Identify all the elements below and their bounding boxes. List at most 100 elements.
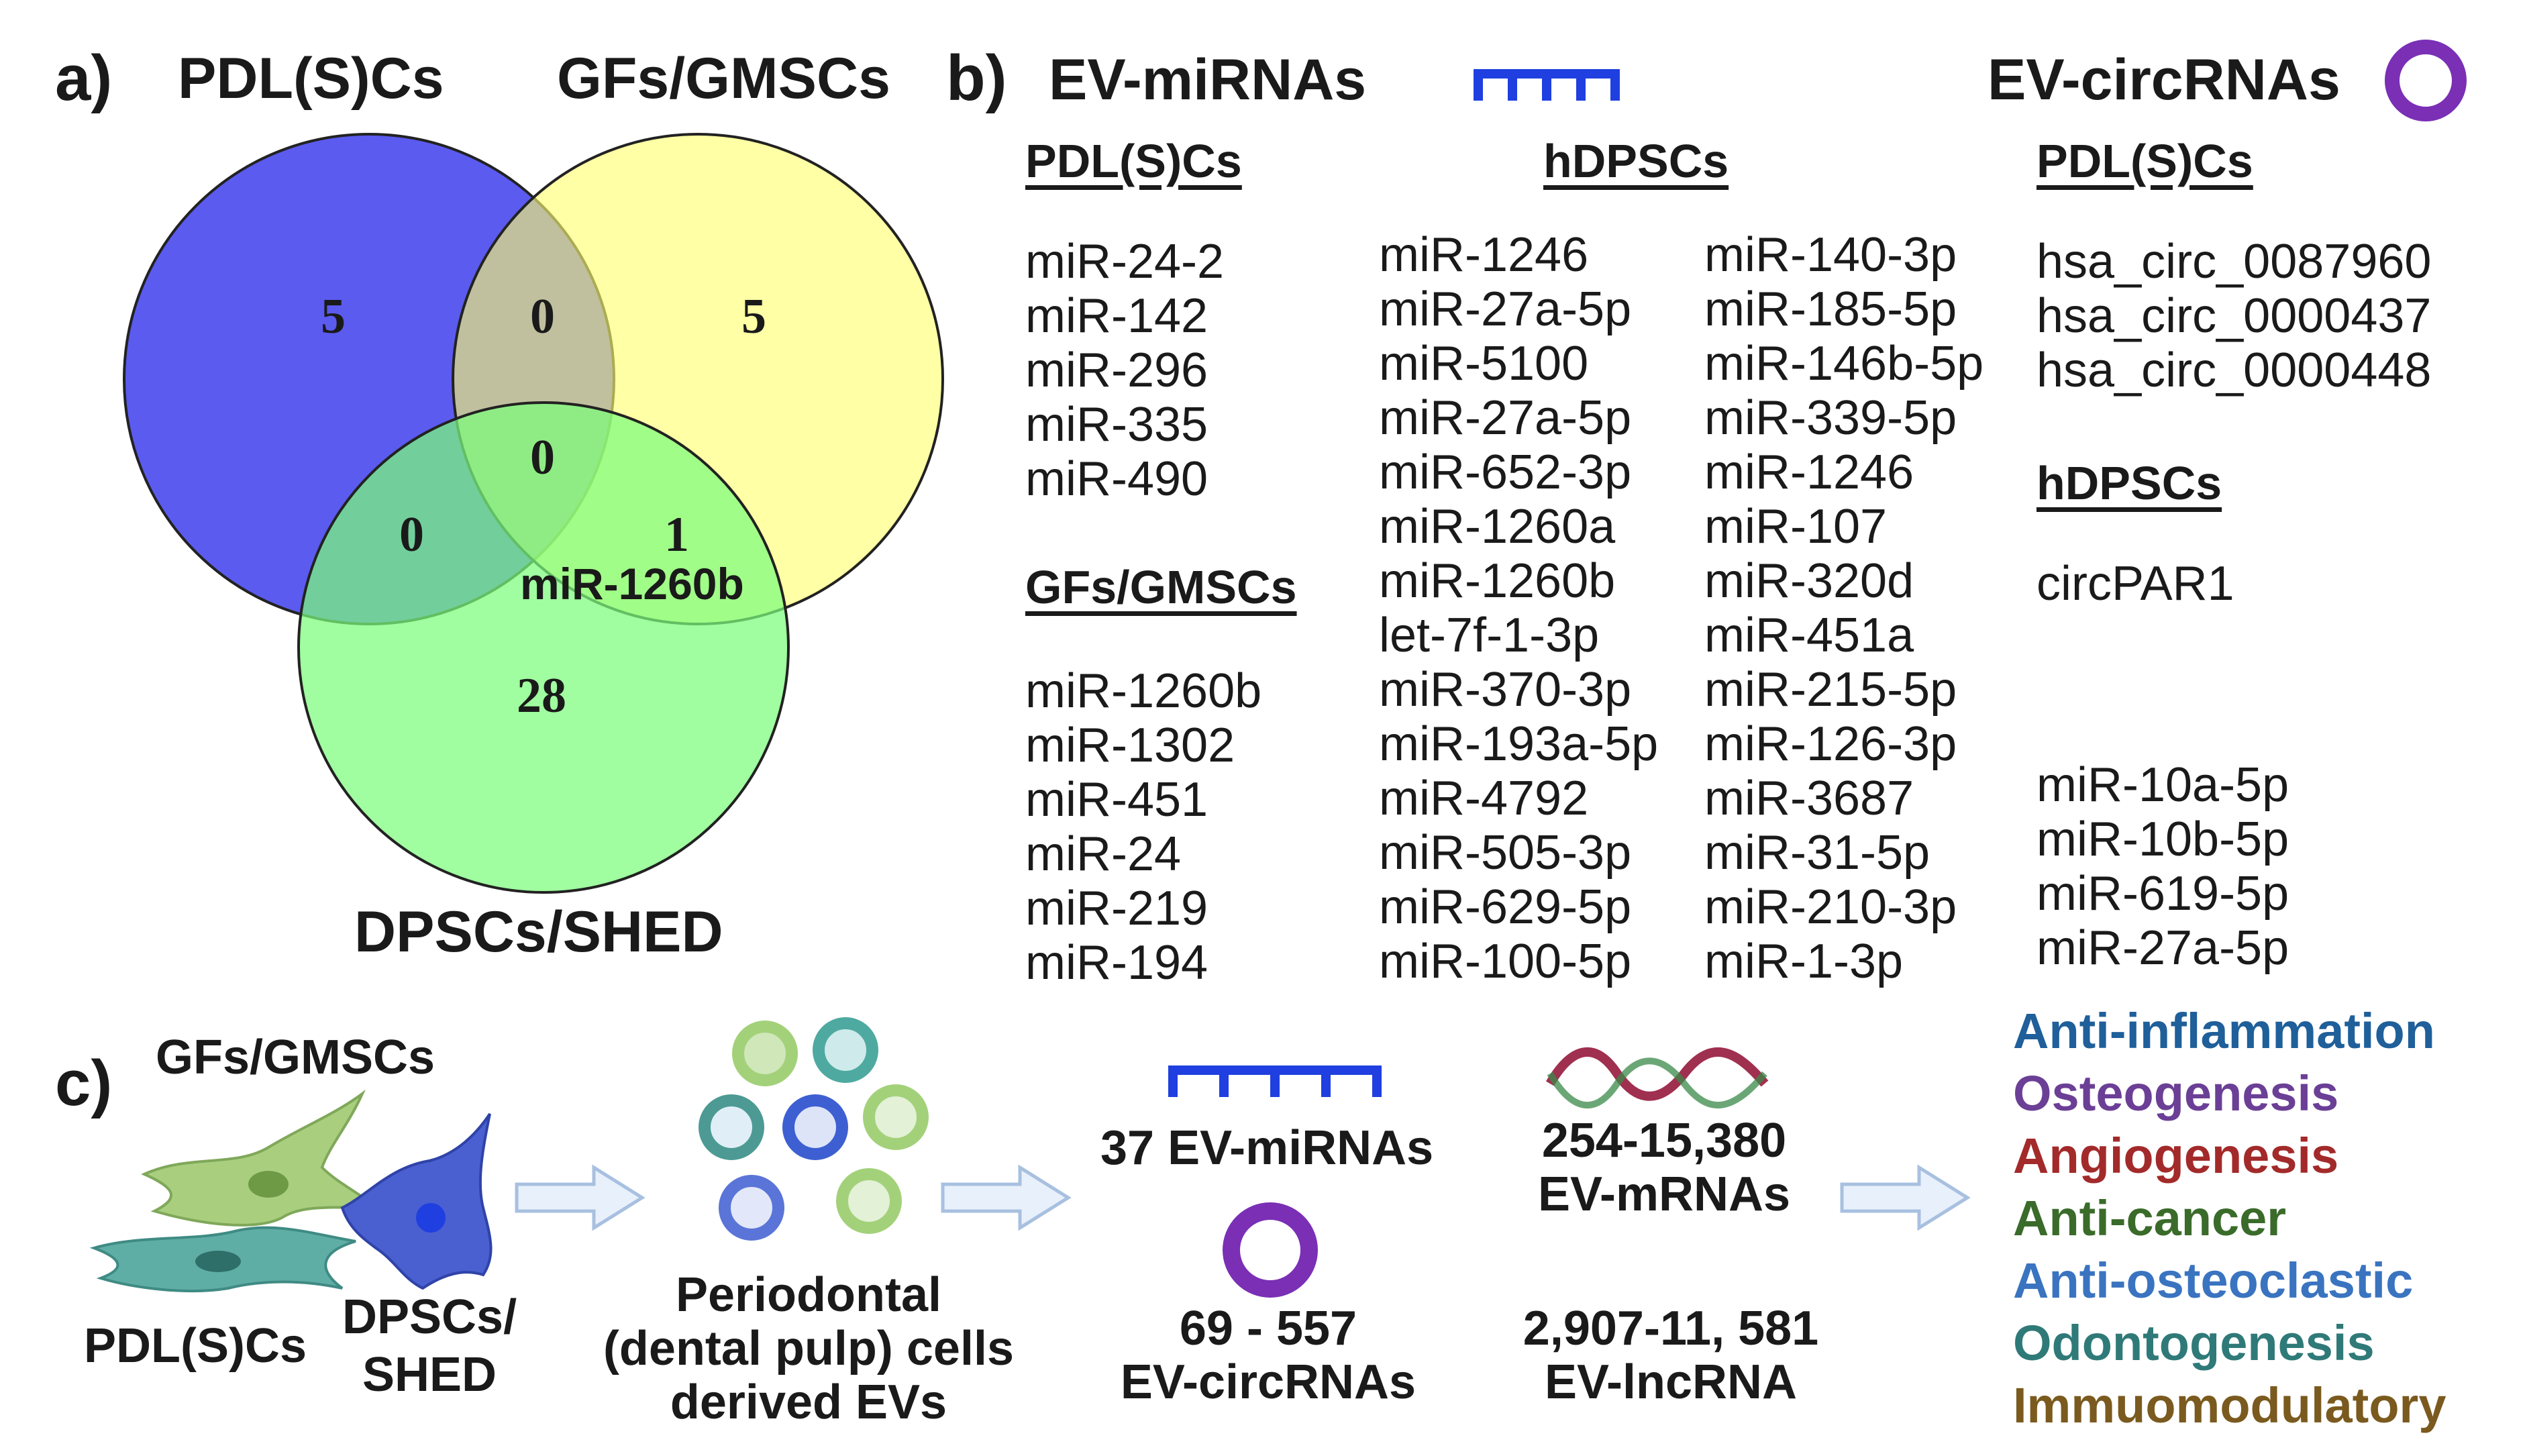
flow-arrow-3 <box>1840 1164 1971 1231</box>
hdpsc-mirna-item: miR-126-3p <box>1704 717 1957 771</box>
venn-circle-dp <box>297 401 790 894</box>
mrna-count-line2: EV-mRNAs <box>1537 1167 1791 1221</box>
gf-mirna-item: miR-1302 <box>1025 719 1235 772</box>
circrna-count-line1: 69 - 557 <box>1179 1302 1357 1355</box>
pdl-circrna-item: hsa_circ_0000437 <box>2036 289 2432 343</box>
cell-label-dpsc-line2: SHED <box>362 1348 497 1402</box>
venn-title-gf: GFs/GMSCs <box>557 46 890 111</box>
hdpsc-mirna-item: miR-27a-5p <box>1379 391 1632 445</box>
venn-count-pdl-dp: 0 <box>399 507 424 562</box>
extra-mirna-item: miR-10b-5p <box>2036 813 2289 866</box>
panel-a-letter: a) <box>55 42 113 114</box>
ev-source-label: Periodontal (dental pulp) cells derived … <box>574 1268 1043 1429</box>
gf-mirna-item: miR-451 <box>1025 773 1208 827</box>
mirna-strand-icon <box>1474 69 1620 101</box>
lncrna-count-line2: EV-lncRNA <box>1544 1355 1798 1409</box>
effect-anti-cancer: Anti-cancer <box>2013 1190 2287 1246</box>
effect-immunomodulatory: Immuomodulatory <box>2013 1377 2446 1433</box>
hdpsc-mirna-item: miR-629-5p <box>1379 880 1632 934</box>
venn-count-pdl-only: 5 <box>321 289 346 344</box>
hdpsc-mirna-item: miR-1260a <box>1379 500 1616 554</box>
gf-mirna-item: miR-219 <box>1025 882 1208 935</box>
hdpsc-mirna-item: miR-1246 <box>1704 446 1914 499</box>
hdpsc-mirna-item: miR-1-3p <box>1704 935 1904 988</box>
effect-odontogenesis: Odontogenesis <box>2013 1315 2375 1371</box>
hdpsc-mirna-item: miR-193a-5p <box>1379 717 1659 771</box>
hdpsc-mirna-item: miR-505-3p <box>1379 826 1632 880</box>
hdpsc-mirna-item: miR-100-5p <box>1379 935 1632 988</box>
hdpsc-mirna-item: miR-27a-5p <box>1379 282 1632 336</box>
hdpsc-mirna-item: miR-451a <box>1704 609 1914 662</box>
extra-mirna-item: miR-10a-5p <box>2036 758 2289 812</box>
effect-anti-osteoclastic: Anti-osteoclastic <box>2013 1253 2414 1308</box>
hdpsc-mirna-item: miR-370-3p <box>1379 663 1632 717</box>
pdl-mirna-list: miR-24-2 miR-142 miR-296 miR-335 miR-490 <box>1025 235 1224 507</box>
panel-c-letter: c) <box>55 1047 113 1119</box>
hdpsc-mirna-item: miR-140-3p <box>1704 228 1957 282</box>
ev-mirnas-title: EV-miRNAs <box>1049 48 1367 112</box>
effects-list: Anti-inflammation Osteogenesis Angiogene… <box>2013 1000 2446 1437</box>
hdpsc-mirna-list-col2: miR-140-3p miR-185-5p miR-146b-5p miR-33… <box>1704 228 1983 989</box>
pdl-mirna-item: miR-24-2 <box>1025 235 1225 289</box>
hdpsc-mirna-item: miR-3687 <box>1704 772 1914 825</box>
cell-label-pdl: PDL(S)Cs <box>84 1319 307 1373</box>
flow-arrow-2 <box>941 1164 1072 1231</box>
ev-circrnas-title: EV-circRNAs <box>1988 48 2340 112</box>
hdpsc-mirna-item: miR-4792 <box>1379 772 1589 825</box>
pdl-circrna-item: hsa_circ_0087960 <box>2036 235 2432 289</box>
gf-mirna-list: miR-1260b miR-1302 miR-451 miR-24 miR-21… <box>1025 664 1261 990</box>
dpsc-cell <box>340 1112 493 1290</box>
mrna-wave-icon <box>1545 1047 1769 1109</box>
flow-arrow-1 <box>515 1164 646 1231</box>
effect-angiogenesis: Angiogenesis <box>2013 1128 2339 1184</box>
gf-mirna-item: miR-1260b <box>1025 664 1262 718</box>
cell-label-dpsc-line1: DPSCs/ <box>342 1290 517 1344</box>
pdl-circrna-item: hsa_circ_0000448 <box>2036 344 2432 397</box>
gf-mirna-item: miR-24 <box>1025 827 1182 881</box>
ev-source-label-line2: (dental pulp) cells <box>603 1322 1015 1375</box>
effect-osteogenesis: Osteogenesis <box>2013 1065 2339 1121</box>
ev-vesicles-cluster <box>699 1017 929 1241</box>
gf-mirna-item: miR-194 <box>1025 936 1208 990</box>
hdpsc-mirna-heading: hDPSCs <box>1543 135 1729 187</box>
gf-mirna-heading: GFs/GMSCs <box>1025 561 1297 613</box>
hdpsc-mirna-item: miR-146b-5p <box>1704 337 1984 391</box>
circrna-count-label: 69 - 557 EV-circRNAs <box>1074 1302 1463 1409</box>
hdpsc-mirna-item: miR-5100 <box>1379 337 1589 391</box>
pdl-mirna-item: miR-335 <box>1025 398 1208 452</box>
pdl-circrna-list: hsa_circ_0087960 hsa_circ_0000437 hsa_ci… <box>2036 235 2431 398</box>
cell-label-gf: GFs/GMSCs <box>156 1031 435 1084</box>
hdpsc-mirna-item: miR-1246 <box>1379 228 1589 282</box>
extra-mirna-list: miR-10a-5p miR-10b-5p miR-619-5p miR-27a… <box>2036 758 2289 976</box>
venn-count-dp-only: 28 <box>517 668 566 723</box>
hdpsc-mirna-item: miR-339-5p <box>1704 391 1957 445</box>
mrna-count-line1: 254-15,380 <box>1541 1114 1787 1167</box>
hdpsc-circrna-item: circPAR1 <box>2036 557 2234 611</box>
cell-label-dpsc: DPSCs/ SHED <box>342 1288 517 1404</box>
effect-anti-inflammation: Anti-inflammation <box>2013 1003 2435 1059</box>
extra-mirna-item: miR-27a-5p <box>2036 921 2289 975</box>
venn-diagram <box>123 133 944 894</box>
hdpsc-mirna-list-col1: miR-1246 miR-27a-5p miR-5100 miR-27a-5p … <box>1379 228 1658 989</box>
pdl-mirna-item: miR-296 <box>1025 344 1208 397</box>
venn-title-pdl: PDL(S)Cs <box>178 46 444 111</box>
hdpsc-circrna-heading: hDPSCs <box>2036 457 2222 509</box>
mirna-strand-icon-c <box>1168 1065 1382 1097</box>
panel-b-letter: b) <box>946 42 1007 114</box>
pdl-mirna-item: miR-142 <box>1025 289 1208 343</box>
venn-title-dp: DPSCs/SHED <box>354 900 723 964</box>
extra-mirna-item: miR-619-5p <box>2036 867 2289 921</box>
mirna-count-label: 37 EV-miRNAs <box>1100 1121 1434 1175</box>
hdpsc-mirna-item: miR-210-3p <box>1704 880 1957 934</box>
gf-cell <box>141 1089 379 1227</box>
hdpsc-mirna-item: miR-215-5p <box>1704 663 1957 717</box>
lncrna-count-label: 2,907-11, 581 EV-lncRNA <box>1476 1302 1865 1409</box>
hdpsc-mirna-item: miR-1260b <box>1379 554 1616 608</box>
circrna-ring-icon-c <box>1223 1202 1318 1298</box>
hdpsc-mirna-item: miR-31-5p <box>1704 826 1930 880</box>
venn-count-gf-only: 5 <box>741 289 766 344</box>
hdpsc-mirna-item: let-7f-1-3p <box>1379 609 1600 662</box>
cells-illustration <box>89 1089 493 1293</box>
circrna-ring-icon <box>2385 40 2467 121</box>
hdpsc-circrna-list: circPAR1 <box>2036 557 2234 611</box>
